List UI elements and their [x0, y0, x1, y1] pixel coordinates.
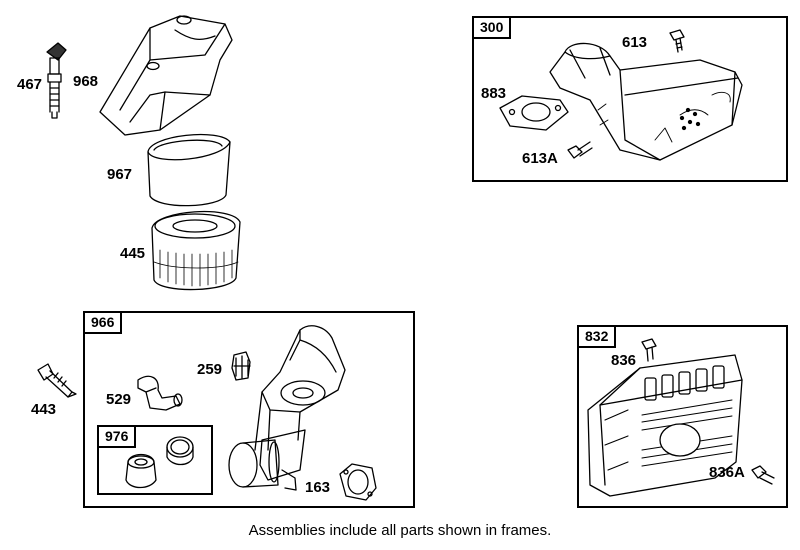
callout-836: 836: [611, 352, 637, 369]
muffler-guard-part: [587, 354, 743, 497]
callout-883: 883: [481, 85, 507, 102]
breather-part: [231, 351, 251, 381]
spark-plug-part: [46, 42, 67, 119]
assembly-frame-966: 966: [83, 311, 415, 508]
screw-613-part: [669, 29, 685, 53]
assembly-frame-832: 832: [577, 325, 788, 508]
callout-259: 259: [197, 361, 223, 378]
callout-613a: 613A: [522, 150, 558, 167]
callout-613: 613: [622, 34, 648, 51]
assembly-frame-300: 300: [472, 16, 788, 182]
clamp-part: [166, 436, 194, 466]
screw-613a-part: [567, 141, 593, 159]
air-filter-part: [151, 210, 241, 291]
callout-443: 443: [31, 401, 57, 418]
screw-836-part: [641, 338, 657, 362]
assembly-frame-976: 976: [97, 425, 213, 495]
assembly-tag-832: 832: [577, 325, 617, 349]
assembly-tag-300: 300: [472, 16, 512, 40]
air-cleaner-cover-part: [99, 15, 233, 136]
assembly-tag-966: 966: [83, 311, 123, 335]
callout-467: 467: [17, 76, 43, 93]
assembly-tag-976: 976: [97, 425, 137, 449]
breather-tube-part: [137, 375, 183, 411]
callout-836a: 836A: [709, 464, 745, 481]
intake-gasket-part: [339, 463, 377, 501]
callout-163: 163: [305, 479, 331, 496]
muffler-assembly-part: [549, 42, 743, 161]
stud-bolt-part: [37, 363, 77, 398]
pre-cleaner-part: [147, 133, 231, 207]
callout-968: 968: [73, 73, 99, 90]
air-cleaner-base-part: [228, 325, 346, 491]
callout-967: 967: [107, 166, 133, 183]
callout-529: 529: [106, 391, 132, 408]
callout-445: 445: [120, 245, 146, 262]
frames-caption: Assemblies include all parts shown in fr…: [248, 522, 552, 539]
elbow-part: [125, 453, 157, 489]
muffler-gasket-part: [499, 95, 569, 131]
screw-836a-part: [751, 465, 775, 485]
